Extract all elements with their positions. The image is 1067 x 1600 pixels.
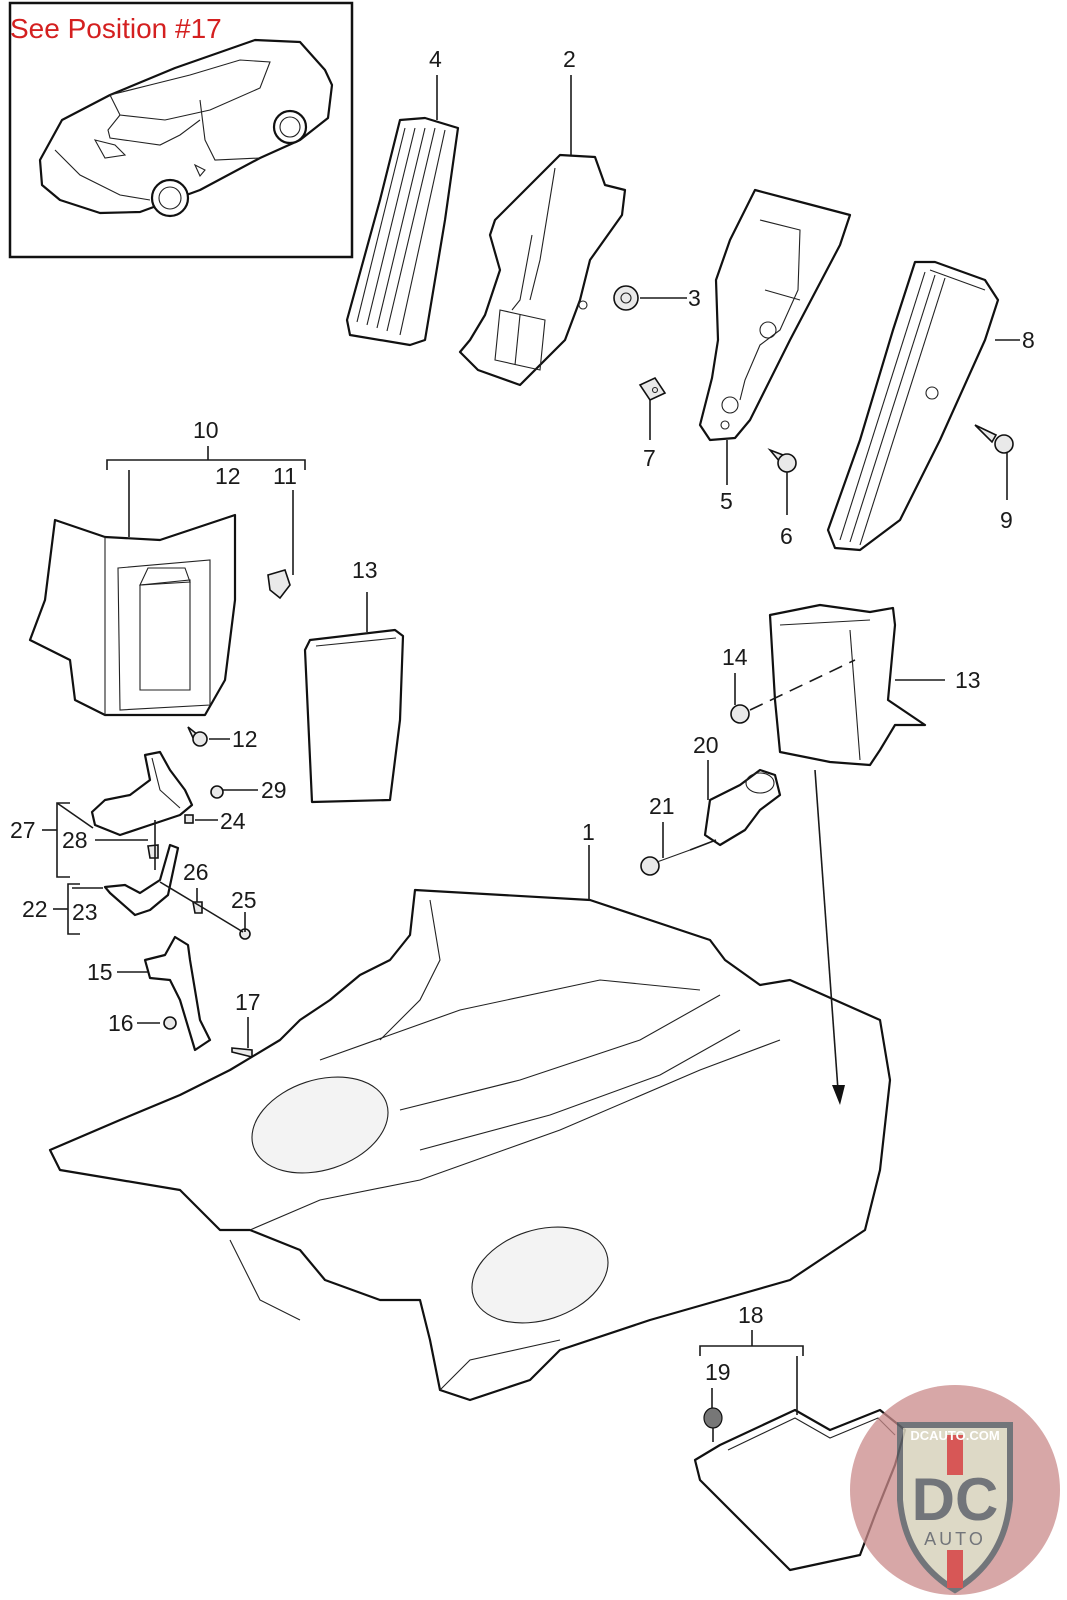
part-clip-28[interactable]	[147, 844, 159, 859]
logo-bottom-text: AUTO	[924, 1529, 986, 1549]
callout-22[interactable]: 21	[649, 793, 675, 819]
callout-28[interactable]: 28	[62, 827, 88, 853]
leader-lines	[42, 75, 1020, 1415]
inset-panel: See Position #17	[8, 1, 354, 259]
part-bolt-18[interactable]	[231, 1047, 253, 1059]
callout-21[interactable]: 20	[693, 732, 719, 758]
callout-3[interactable]: 3	[688, 285, 701, 311]
part-clip-11[interactable]	[267, 569, 291, 600]
part-floor-carpet[interactable]	[48, 888, 892, 1402]
part-cover-plate[interactable]	[303, 628, 405, 804]
callout-9[interactable]: 9	[1000, 507, 1013, 533]
part-holder-21[interactable]	[703, 768, 782, 847]
callout-6[interactable]: 6	[780, 523, 793, 549]
callout-1[interactable]: 1	[582, 819, 595, 845]
part-rear-trim-panel[interactable]	[768, 603, 927, 767]
part-screw-9[interactable]	[974, 424, 1014, 454]
dcauto-watermark-logo: DC DCAUTO.COM AUTO	[850, 1385, 1060, 1595]
callout-18[interactable]: 17	[235, 989, 261, 1015]
logo-letters: DC	[912, 1466, 999, 1533]
part-clip-nut-7[interactable]	[638, 376, 667, 402]
callout-15[interactable]: 14	[722, 644, 748, 670]
callout-7[interactable]: 7	[643, 445, 656, 471]
callout-12-panel[interactable]: 12	[215, 463, 241, 489]
part-sill-trim-strip[interactable]	[345, 116, 460, 347]
part-handle-assembly[interactable]	[90, 750, 194, 837]
part-screw-22[interactable]	[640, 849, 691, 876]
callout-2[interactable]: 2	[563, 46, 576, 72]
callout-24-clip[interactable]: 24	[220, 808, 246, 834]
callout-labels: 4 2 3 7 5 6 8 9 10 12 11 13 12 29 24 27 …	[10, 46, 1035, 1385]
callout-5[interactable]: 5	[720, 488, 733, 514]
part-screw-12[interactable]	[187, 726, 208, 747]
part-console-trim-panel[interactable]	[28, 513, 237, 717]
part-bracket-16[interactable]	[143, 935, 212, 1052]
part-clip-nut-24[interactable]	[184, 814, 194, 824]
callout-11[interactable]: 11	[273, 463, 297, 489]
callout-12-screw[interactable]: 12	[232, 726, 258, 752]
part-hinge-assembly[interactable]	[103, 843, 180, 917]
callout-8[interactable]: 8	[1022, 327, 1035, 353]
part-expanding-clip-17[interactable]	[163, 1016, 177, 1030]
callout-29[interactable]: 29	[261, 777, 287, 803]
part-nut-15[interactable]	[730, 704, 750, 724]
part-nut-3[interactable]	[613, 285, 639, 311]
part-clip-nut-26[interactable]	[192, 901, 203, 914]
callout-26[interactable]: 26	[183, 859, 209, 885]
part-mat-fastener[interactable]	[703, 1407, 723, 1442]
callout-17[interactable]: 16	[108, 1010, 134, 1036]
callout-14[interactable]: 13	[955, 667, 981, 693]
logo-top-text: DCAUTO.COM	[910, 1428, 999, 1443]
callout-23[interactable]: 22	[22, 896, 48, 922]
part-trim-bracket[interactable]	[698, 188, 852, 442]
part-side-trim-panel[interactable]	[458, 153, 627, 387]
callout-20[interactable]: 19	[705, 1359, 731, 1385]
car-overview-icon	[38, 38, 334, 218]
part-screw-6[interactable]	[767, 448, 797, 473]
callout-27[interactable]: 27	[10, 817, 36, 843]
callout-10[interactable]: 10	[193, 417, 219, 443]
see-position-note: See Position #17	[10, 13, 222, 44]
callout-24-hinge[interactable]: 23	[72, 899, 98, 925]
part-screw-29[interactable]	[210, 785, 224, 799]
callout-16[interactable]: 15	[87, 959, 113, 985]
callout-19[interactable]: 18	[738, 1302, 764, 1328]
callout-4[interactable]: 4	[429, 46, 442, 72]
part-sill-trim-cover[interactable]	[826, 260, 1000, 552]
callout-25[interactable]: 25	[231, 887, 257, 913]
callout-13[interactable]: 13	[352, 557, 378, 583]
